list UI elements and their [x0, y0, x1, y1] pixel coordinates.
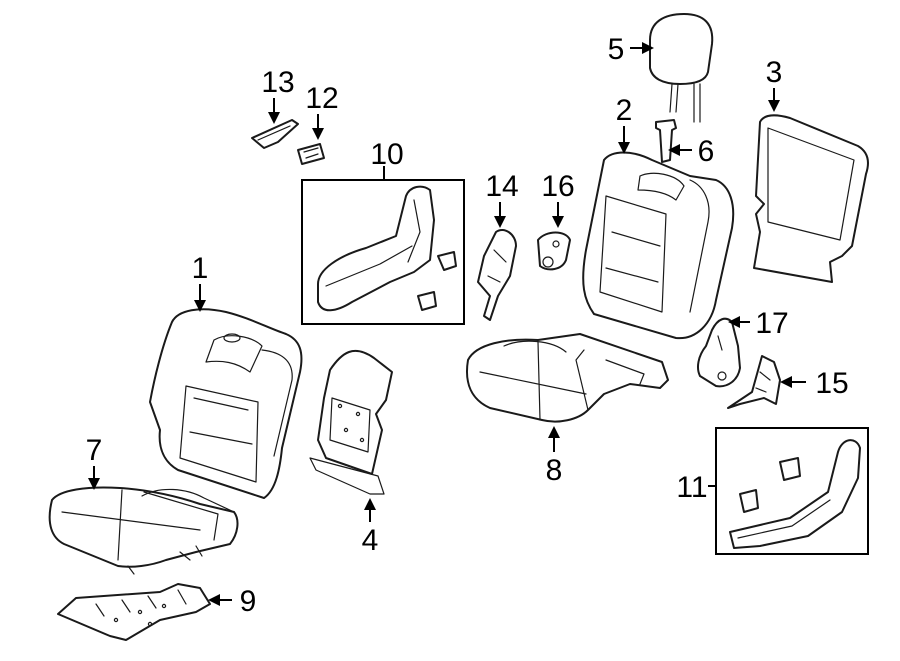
part-4-seatback-frame — [309, 349, 393, 495]
part-12-clip — [297, 143, 325, 165]
callout-5: 5 — [608, 33, 625, 66]
part-2-seat-back — [582, 151, 735, 340]
callout-1: 1 — [192, 252, 209, 285]
part-5-headrest — [649, 13, 714, 123]
callout-10: 10 — [370, 138, 403, 171]
callout-14: 14 — [485, 170, 518, 203]
part-8-seat-cushion — [466, 333, 669, 423]
callout-11: 11 — [676, 471, 707, 504]
callout-2: 2 — [616, 94, 633, 127]
callout-4: 4 — [362, 524, 379, 557]
callout-15: 15 — [815, 367, 848, 400]
part-11-side-trim-box — [715, 427, 869, 555]
part-13-trim-cap — [251, 119, 299, 149]
part-1-seat-back — [149, 308, 303, 499]
part-14-trim-bracket — [477, 228, 517, 321]
part-10-side-shield-box — [301, 179, 465, 325]
callout-8: 8 — [546, 454, 563, 487]
callout-13: 13 — [261, 66, 294, 99]
part-16-pivot-cover — [537, 231, 571, 271]
part-15-hinge-bracket — [727, 355, 781, 409]
callout-17: 17 — [755, 307, 788, 340]
callout-3: 3 — [766, 56, 783, 89]
callout-12: 12 — [305, 82, 338, 115]
callout-16: 16 — [541, 170, 574, 203]
callout-7: 7 — [86, 434, 103, 467]
callout-6: 6 — [698, 135, 715, 168]
part-7-seat-cushion — [48, 486, 239, 575]
callout-labels: 1 2 3 4 5 6 7 8 9 10 11 12 13 14 15 16 1… — [86, 33, 849, 618]
part-3-back-panel — [753, 114, 869, 283]
callout-9: 9 — [240, 585, 257, 618]
part-9-seat-pan — [57, 583, 211, 641]
leader-lines — [88, 42, 806, 606]
part-6-headrest-guide — [655, 119, 677, 163]
part-17-hinge-cover — [697, 317, 741, 388]
